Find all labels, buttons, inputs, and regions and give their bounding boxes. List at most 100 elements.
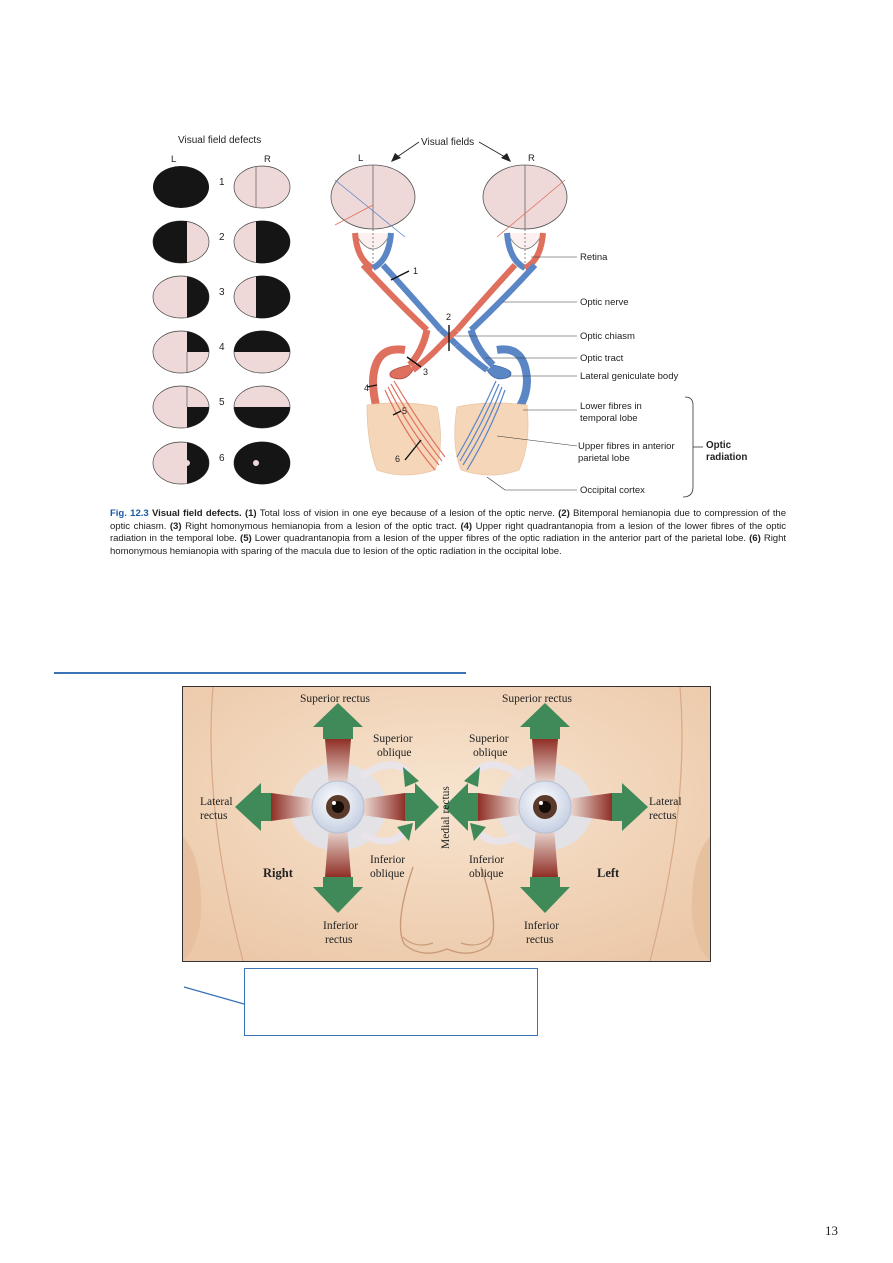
label-inferior-rectus-left-2: rectus (526, 934, 554, 946)
label-superior-oblique-left: Superior (469, 733, 509, 745)
visual-field-defects-figure: Visual field defects L R 1 2 3 4 (152, 135, 747, 498)
right-inferior-oblique-arrow (397, 823, 413, 841)
right-superior-rectus-arrow (313, 703, 363, 739)
label-right-side: Right (263, 866, 294, 880)
label-retina: Retina (580, 252, 608, 263)
caption-num: (1) (245, 508, 257, 519)
right-occipital-lobe (454, 402, 529, 476)
defect-row-number: 4 (219, 342, 225, 353)
label-upper-fibres-2: parietal lobe (578, 453, 630, 464)
extraocular-muscles-figure: Superior rectus Superior rectus Superior… (182, 686, 711, 962)
label-inferior-oblique-left: Inferior (469, 854, 504, 866)
label-optic-radiation: Optic (706, 440, 732, 451)
callout-pointer (183, 986, 245, 1005)
section-divider (54, 672, 466, 674)
right-superior-oblique-arrow (403, 767, 419, 787)
left-superior-rectus-arrow (520, 703, 570, 739)
label-lateral-rectus-left-2: rectus (649, 810, 677, 822)
defect-row-5: 5 (152, 385, 291, 429)
label-inferior-rectus-right: Inferior (323, 920, 358, 932)
right-eye-group (235, 703, 439, 913)
caption-text: Upper right quadrantanopia from a lesion… (110, 520, 787, 545)
defect-row-4: 4 (152, 330, 291, 374)
label-upper-fibres: Upper fibres in anterior (578, 441, 675, 452)
caption-num: (3) (169, 520, 182, 532)
label-lower-fibres-2: temporal lobe (580, 413, 638, 424)
lesion-mark: 6 (395, 454, 400, 464)
left-lateral-rectus-arrow (612, 783, 648, 831)
label-optic-nerve: Optic nerve (580, 297, 629, 308)
defect-row-2: 2 (152, 220, 291, 264)
right-lgb (486, 364, 512, 380)
defect-row-number: 3 (219, 287, 225, 298)
nose (399, 866, 495, 954)
left-superior-oblique-arrow (464, 767, 480, 787)
defect-row-3: 3 (152, 275, 291, 319)
defect-1-right-field (233, 165, 291, 209)
figure-caption: Fig. 12.3 Visual field defects. (1) Tota… (110, 508, 786, 558)
right-medial-rectus-arrow (405, 783, 439, 831)
label-inferior-oblique-right-2: oblique (370, 868, 405, 880)
defect-row-1: 1 (153, 165, 291, 209)
defect-row-6: 6 (152, 441, 291, 485)
left-optic-tract (407, 329, 431, 368)
extraocular-muscles-svg: Superior rectus Superior rectus Superior… (183, 687, 710, 961)
left-eye-heading: L (171, 154, 176, 165)
defect-1-left-field (153, 166, 209, 208)
right-optic-tract (467, 328, 496, 368)
left-optic-nerve (360, 262, 430, 333)
label-lateral-rectus-right-2: rectus (200, 810, 228, 822)
label-inferior-oblique-right: Inferior (370, 854, 405, 866)
label-lower-fibres: Lower fibres in (580, 401, 642, 412)
caption-text: Total loss of vision in one eye because … (256, 508, 559, 519)
lesion-mark: 5 (402, 406, 407, 416)
right-optic-nerve (468, 262, 538, 333)
left-inferior-rectus-arrow (520, 877, 570, 913)
empty-callout-box (244, 968, 538, 1036)
label-superior-rectus-left: Superior rectus (502, 693, 572, 705)
caption-num: (2) (558, 508, 570, 519)
lesion-mark: 4 (364, 383, 369, 393)
label-optic-tract: Optic tract (580, 353, 624, 364)
label-lateral-rectus-right: Lateral (200, 796, 233, 808)
label-inferior-oblique-left-2: oblique (469, 868, 504, 880)
caption-text: Right homonymous hemianopia from a lesio… (181, 520, 461, 532)
label-superior-oblique-left-2: oblique (473, 747, 508, 759)
right-ear (183, 837, 202, 961)
label-lateral-rectus-left: Lateral (649, 796, 682, 808)
lesion-mark: 1 (413, 266, 418, 276)
caption-fig-label: Fig. 12.3 (110, 508, 149, 519)
caption-num: (6) (749, 533, 761, 545)
field-right-label: R (528, 153, 535, 164)
lesion-mark: 2 (446, 312, 451, 322)
label-left-side: Left (597, 866, 620, 880)
caption-text: Lower quadrantanopia from a lesion of th… (251, 533, 750, 545)
right-inferior-rectus-arrow (313, 877, 363, 913)
defect-row-number: 2 (219, 232, 225, 243)
defect-row-number: 5 (219, 397, 225, 408)
left-lgb (389, 364, 414, 380)
caption-title: Visual field defects. (151, 508, 242, 519)
left-eye-group (444, 703, 648, 913)
right-eye-heading: R (264, 154, 271, 165)
page-number: 13 (825, 1223, 838, 1238)
label-superior-oblique-right-2: oblique (377, 747, 412, 759)
defect-row-number: 6 (219, 453, 225, 464)
caption-text: Right homonymous hemianopia with sparing… (110, 533, 786, 557)
right-lateral-rectus-arrow (235, 783, 271, 831)
caption-text: Bitemporal hemianopia due to compression… (110, 508, 787, 532)
left-medial-rectus-arrow (444, 783, 478, 831)
left-ear (691, 837, 710, 961)
field-left-label: L (358, 153, 363, 164)
label-superior-oblique-right: Superior (373, 733, 413, 745)
defect-row-number: 1 (219, 177, 225, 188)
defects-title: Visual field defects (178, 135, 261, 146)
label-inferior-rectus-left: Inferior (524, 920, 559, 932)
label-optic-radiation-2: radiation (706, 452, 747, 463)
lesion-mark: 3 (423, 367, 428, 377)
left-inferior-oblique-arrow (470, 823, 486, 841)
label-lgb: Lateral geniculate body (580, 371, 678, 382)
label-optic-chiasm: Optic chiasm (580, 331, 635, 342)
label-superior-rectus-right: Superior rectus (300, 693, 370, 705)
label-occipital-cortex: Occipital cortex (580, 485, 645, 496)
